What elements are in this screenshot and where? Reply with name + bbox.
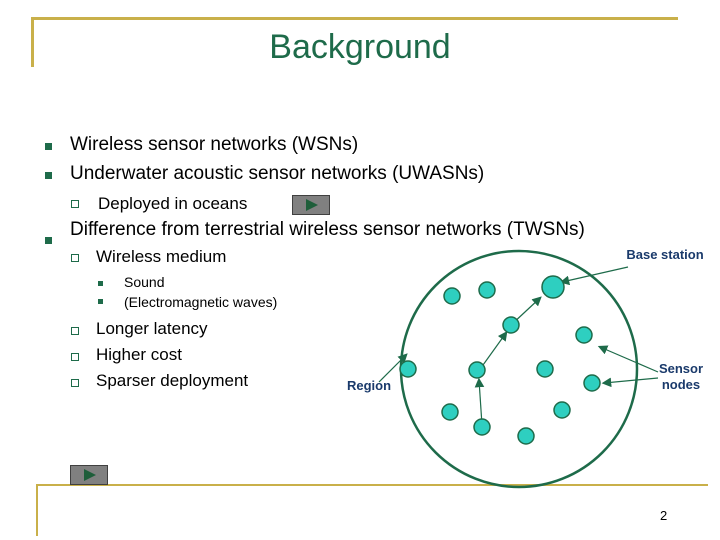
sensor-arrow-lower xyxy=(601,377,659,388)
frame-bottom-left-rule xyxy=(36,484,38,536)
sensor-node xyxy=(553,401,571,419)
sub-bullet-marker xyxy=(71,353,79,361)
sensor-arrow-upper xyxy=(597,345,659,373)
bullet-wireless-medium: Wireless medium xyxy=(96,247,227,266)
sensor-nodes-label: Sensor nodes xyxy=(650,361,712,393)
sensor-nodes-label-line2: nodes xyxy=(661,377,701,392)
bullet-deployed-in-oceans: Deployed in oceans xyxy=(98,194,248,213)
sub-bullet-marker xyxy=(71,254,79,262)
bullet-longer-latency: Longer latency xyxy=(96,319,208,338)
sensor-node xyxy=(502,316,520,334)
bullet-marker-small xyxy=(98,281,103,286)
page-number: 2 xyxy=(660,508,668,523)
bullet-marker xyxy=(45,143,52,150)
slide-title: Background xyxy=(269,28,451,66)
sub-bullet-marker xyxy=(71,200,79,208)
frame-top-rule xyxy=(31,17,678,20)
sensor-node xyxy=(517,427,535,445)
relay-arrow xyxy=(474,377,485,426)
play-button[interactable] xyxy=(70,465,108,485)
sensor-node xyxy=(468,361,486,379)
bullet-higher-cost: Higher cost xyxy=(96,345,182,364)
base-station-node xyxy=(541,275,565,299)
bullet-marker xyxy=(45,237,52,244)
bullet-sparser-deployment: Sparser deployment xyxy=(96,371,249,390)
sensor-node xyxy=(575,326,593,344)
bullet-uwasn: Underwater acoustic sensor networks (UWA… xyxy=(70,163,485,184)
bullet-wsn: Wireless sensor networks (WSNs) xyxy=(70,134,359,155)
sensor-node xyxy=(536,360,554,378)
sensor-node xyxy=(583,374,601,392)
play-button[interactable] xyxy=(292,195,330,215)
region-label: Region xyxy=(347,378,392,393)
sensor-nodes-label-line1: Sensor xyxy=(658,361,704,376)
frame-bottom-rule xyxy=(36,484,708,486)
bullet-marker xyxy=(45,172,52,179)
frame-left-rule xyxy=(31,17,34,67)
sensor-node xyxy=(399,360,417,378)
base-station-arrow xyxy=(559,266,629,286)
base-station-label: Base station xyxy=(626,247,704,262)
sub-bullet-marker xyxy=(71,327,79,335)
bullet-marker-small xyxy=(98,299,103,304)
sensor-node xyxy=(441,403,459,421)
sub-bullet-marker xyxy=(71,379,79,387)
region-arrow xyxy=(378,353,408,383)
bullet-difference-twsn: Difference from terrestrial wireless sen… xyxy=(70,219,585,240)
sensor-node xyxy=(443,287,461,305)
region-circle xyxy=(399,249,639,489)
sensor-node xyxy=(478,281,496,299)
sensor-node xyxy=(473,418,491,436)
bullet-electromagnetic-waves: (Electromagnetic waves) xyxy=(124,294,278,310)
bullet-sound: Sound xyxy=(124,274,165,290)
